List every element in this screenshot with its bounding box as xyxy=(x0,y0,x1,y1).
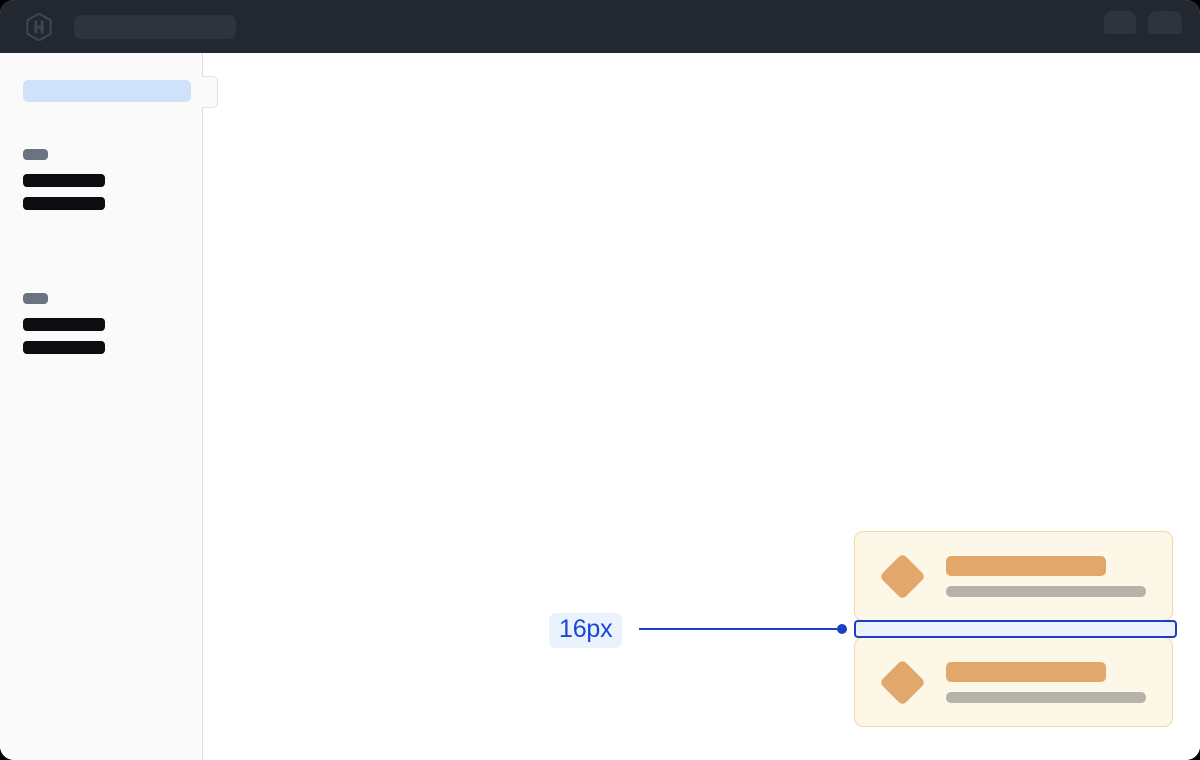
body-area xyxy=(0,53,1200,760)
sidebar-notch-mask xyxy=(200,78,204,106)
sidebar-selected-item[interactable] xyxy=(23,80,191,102)
sidebar-group-1 xyxy=(23,149,105,220)
sidebar-item-1-2[interactable] xyxy=(23,197,105,210)
sidebar-section-label-1 xyxy=(23,149,48,160)
hashicorp-logo-icon[interactable] xyxy=(26,12,52,41)
sidebar-item-1-1[interactable] xyxy=(23,174,105,187)
sidebar xyxy=(0,53,203,760)
sidebar-section-label-2 xyxy=(23,293,48,304)
topbar-chip-2[interactable] xyxy=(1148,11,1182,34)
sidebar-item-2-2[interactable] xyxy=(23,341,105,354)
topbar-actions xyxy=(1104,0,1182,53)
content-pane xyxy=(203,53,1200,760)
sidebar-collapse-notch[interactable] xyxy=(202,76,218,108)
sidebar-item-2-1[interactable] xyxy=(23,318,105,331)
top-navigation-bar xyxy=(0,0,1200,53)
search-input-skeleton[interactable] xyxy=(74,14,236,39)
topbar-chip-1[interactable] xyxy=(1104,11,1136,34)
sidebar-group-2 xyxy=(23,293,105,364)
